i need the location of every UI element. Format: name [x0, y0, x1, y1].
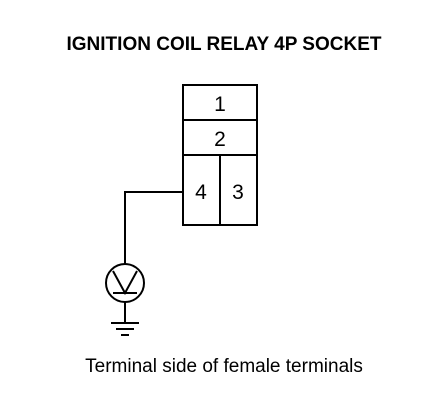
- connector-socket: [182, 84, 258, 226]
- terminal-3-label: 3: [232, 181, 244, 204]
- terminal-4-label: 4: [195, 181, 207, 204]
- diagram-caption: Terminal side of female terminals: [85, 356, 363, 377]
- voltmeter-icon: [105, 263, 145, 303]
- ground-icon: [111, 322, 139, 336]
- terminal-1-label: 1: [214, 93, 226, 116]
- terminal-2-label: 2: [214, 128, 226, 151]
- probe-wire: [124, 191, 183, 264]
- diagram-title: IGNITION COIL RELAY 4P SOCKET: [66, 34, 382, 55]
